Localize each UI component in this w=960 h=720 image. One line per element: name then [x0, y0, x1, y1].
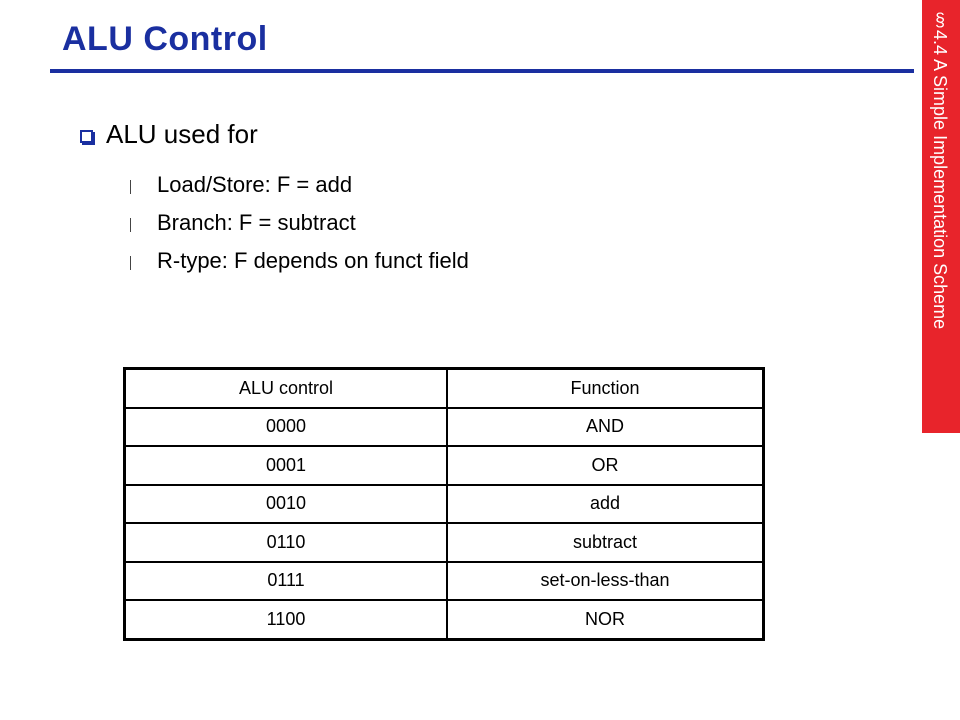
section-tab: §4.4 A Simple Implementation Scheme — [922, 0, 960, 433]
alu-function: set-on-less-than — [446, 560, 765, 601]
sub-bullet-item: Load/Store: F = add — [130, 166, 469, 204]
alu-control-code: 0010 — [123, 483, 448, 524]
alu-control-table: ALU control Function 0000 AND 0001 OR 00… — [123, 367, 765, 641]
alu-function: NOR — [446, 599, 765, 640]
sub-bullet-text: Load/Store: F = add — [157, 172, 353, 197]
sub-bullet-item: R-type: F depends on funct field — [130, 242, 469, 280]
table-row: 0010 add — [123, 483, 765, 524]
table-row: 0110 subtract — [123, 522, 765, 563]
header-alu-control: ALU control — [123, 367, 448, 409]
main-bullet-text: ALU used for — [106, 119, 258, 149]
alu-function: add — [446, 483, 765, 524]
bar-bullet-icon — [130, 255, 131, 270]
alu-function: AND — [446, 406, 765, 447]
table-row: 0000 AND — [123, 406, 765, 447]
slide-title: ALU Control — [62, 20, 268, 58]
alu-control-code: 0110 — [123, 522, 448, 563]
square-bullet-icon — [80, 129, 93, 143]
section-label: §4.4 A Simple Implementation Scheme — [930, 10, 950, 330]
alu-control-code: 0000 — [123, 406, 448, 447]
table-header-row: ALU control Function — [123, 367, 765, 409]
sub-bullet-item: Branch: F = subtract — [130, 204, 469, 242]
bar-bullet-icon — [130, 217, 131, 232]
sub-bullet-text: Branch: F = subtract — [157, 210, 356, 235]
alu-control-code: 0001 — [123, 445, 448, 486]
alu-function: OR — [446, 445, 765, 486]
sub-bullet-text: R-type: F depends on funct field — [157, 248, 469, 273]
table-row: 0111 set-on-less-than — [123, 560, 765, 601]
main-bullet: ALU used for — [80, 119, 258, 150]
table-row: 0001 OR — [123, 445, 765, 486]
header-function: Function — [446, 367, 765, 409]
alu-control-code: 0111 — [123, 560, 448, 601]
table-row: 1100 NOR — [123, 599, 765, 640]
sub-bullet-list: Load/Store: F = add Branch: F = subtract… — [130, 166, 469, 280]
title-divider — [50, 69, 914, 73]
alu-control-code: 1100 — [123, 599, 448, 640]
bar-bullet-icon — [130, 179, 131, 194]
alu-function: subtract — [446, 522, 765, 563]
